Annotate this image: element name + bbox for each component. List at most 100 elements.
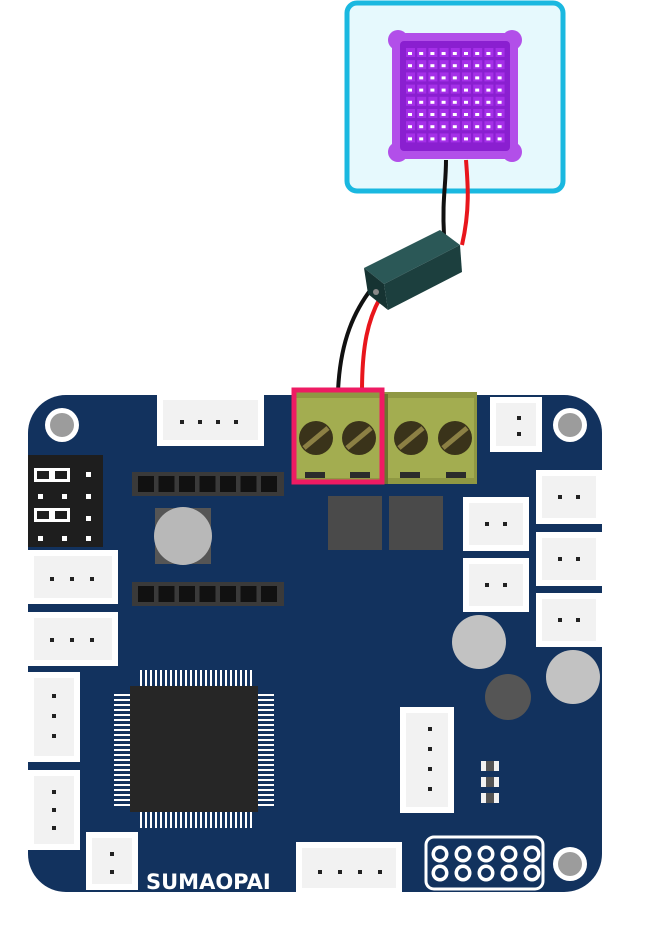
chip-pin <box>210 812 212 828</box>
chip-pin <box>258 739 274 741</box>
buzzer-component <box>154 507 212 565</box>
uv-led-die <box>408 76 412 80</box>
uv-led-die <box>408 137 412 141</box>
uv-led-die <box>452 88 457 92</box>
chip-pin <box>258 694 274 696</box>
connector-right-2pin-3 <box>536 593 602 647</box>
uv-led-die <box>486 64 491 68</box>
uv-led-die <box>419 88 424 92</box>
chip-pin <box>170 812 172 828</box>
uv-led-die <box>430 125 435 129</box>
wire-positive-board <box>360 297 382 393</box>
uv-led-die <box>497 64 502 68</box>
uv-led-die <box>475 64 480 68</box>
header-socket <box>138 586 154 602</box>
header-socket <box>199 476 216 492</box>
header-pin-hole <box>481 849 491 859</box>
microcontroller-chip <box>114 670 274 828</box>
chip-pin <box>114 804 130 806</box>
chip-pin <box>150 670 152 686</box>
chip-pin <box>258 754 274 756</box>
screw-4-icon <box>438 421 472 455</box>
uv-led-die <box>464 76 468 80</box>
chip-pin <box>114 694 130 696</box>
chip-pin <box>235 670 237 686</box>
chip-pin <box>114 744 130 746</box>
chip-pin <box>258 774 274 776</box>
uv-led-die <box>441 64 446 68</box>
chip-pin <box>195 670 197 686</box>
header-pin-hole <box>527 849 537 859</box>
pin-header-left <box>28 455 103 547</box>
chip-pin <box>200 670 202 686</box>
header-socket <box>220 586 236 602</box>
uv-led-die <box>441 137 446 141</box>
uv-led-die <box>486 88 491 92</box>
jumper-hole <box>37 511 49 519</box>
chip-pin <box>245 812 247 828</box>
uv-led-die <box>497 88 502 92</box>
chip-pin <box>145 670 147 686</box>
chip-pin <box>190 670 192 686</box>
chip-pin <box>258 764 274 766</box>
mosfet-2 <box>389 496 443 550</box>
uv-power-terminal-highlight <box>291 387 385 485</box>
uv-led-die <box>408 125 412 129</box>
connector-mid-2pin-2 <box>463 558 529 612</box>
chip-pin <box>114 699 130 701</box>
uv-led-die <box>441 113 446 116</box>
uv-driver-module <box>364 230 462 310</box>
chip-pin <box>114 724 130 726</box>
uv-led-die <box>408 64 412 68</box>
chip-pin <box>155 812 157 828</box>
wire-negative-board <box>336 286 374 393</box>
uv-led-die <box>419 52 424 55</box>
chip-pin <box>114 789 130 791</box>
uv-led-die <box>419 76 424 80</box>
chip-pin <box>240 670 242 686</box>
board-brand-label: SUMAOPAI <box>146 870 271 894</box>
uv-led-die <box>486 52 491 55</box>
uv-led-die <box>486 137 491 141</box>
uv-led-die <box>441 76 446 80</box>
uv-led-die <box>419 125 424 129</box>
uv-led-die <box>475 137 480 141</box>
chip-pin <box>165 670 167 686</box>
header-pin <box>38 536 43 541</box>
chip-pin <box>230 812 232 828</box>
uv-led-die <box>464 52 468 55</box>
capacitor-2 <box>546 650 600 704</box>
chip-pin <box>114 734 130 736</box>
chip-pin <box>258 769 274 771</box>
chip-pin <box>155 670 157 686</box>
wire-negative-lamp <box>441 159 448 236</box>
uv-led-die <box>475 100 480 104</box>
chip-pin <box>114 769 130 771</box>
screw-1-icon <box>299 421 333 455</box>
chip-pin <box>114 704 130 706</box>
uv-led-die <box>430 113 435 116</box>
uv-led-die <box>441 52 446 55</box>
uv-led-die <box>497 52 502 55</box>
uv-led-die <box>475 113 480 116</box>
chip-pin <box>258 724 274 726</box>
connector-right-2pin-2 <box>536 532 602 586</box>
chip-pin <box>258 714 274 716</box>
chip-pin <box>250 812 252 828</box>
uv-led-die <box>452 113 457 116</box>
jumper-hole <box>55 471 67 479</box>
chip-pin <box>220 812 222 828</box>
chip-pin <box>114 749 130 751</box>
screw-3-icon <box>394 421 428 455</box>
chip-pin <box>225 812 227 828</box>
chip-pin <box>258 719 274 721</box>
uv-led-die <box>486 125 491 129</box>
chip-pin <box>240 812 242 828</box>
uv-led-die <box>408 88 412 92</box>
controller-board: SUMAOPAI <box>28 387 602 894</box>
capacitor-1 <box>452 615 506 669</box>
uv-led-die <box>497 76 502 80</box>
uv-led-die <box>452 137 457 141</box>
chip-pin <box>150 812 152 828</box>
chip-pin <box>258 779 274 781</box>
